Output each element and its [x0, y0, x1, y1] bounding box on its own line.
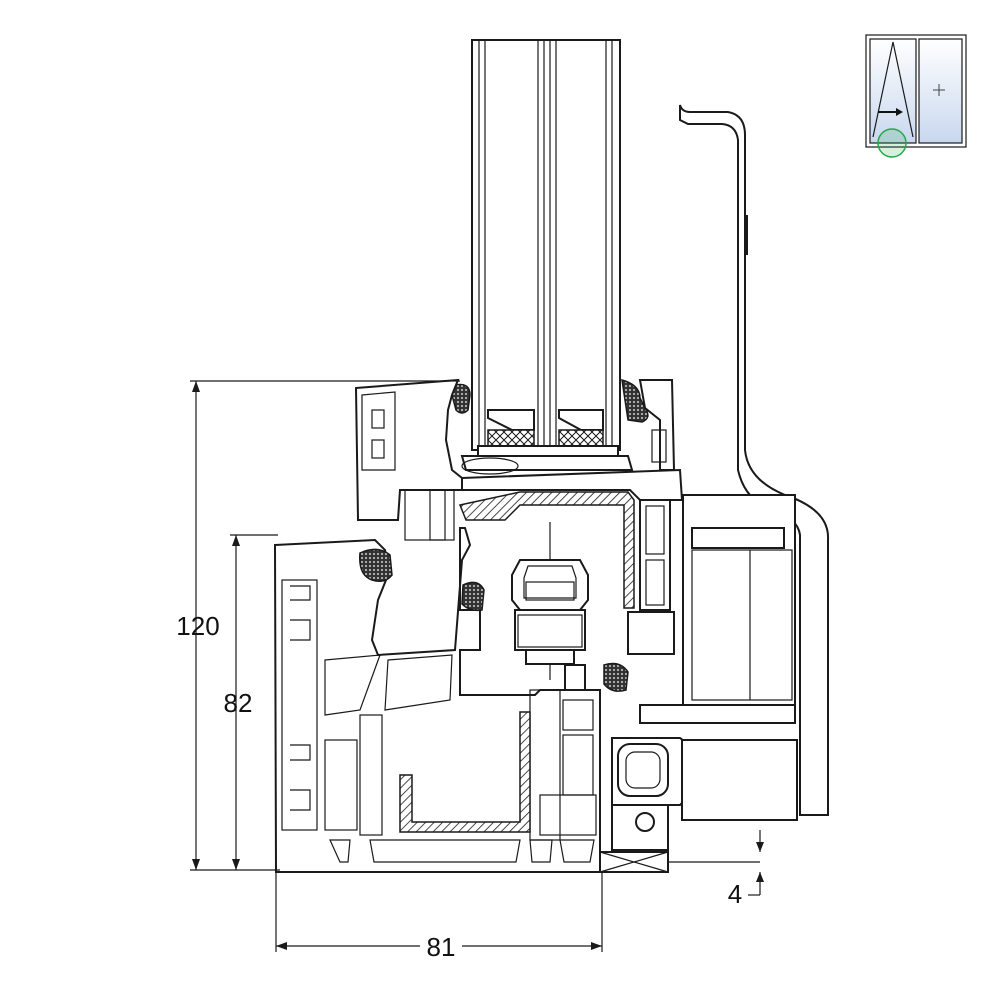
arrow-right-icon: [878, 108, 903, 116]
dimension-frame-depth: 81: [427, 932, 456, 962]
dimension-frame-height: 82: [224, 688, 253, 718]
handle-hardware-housing: [611, 104, 830, 851]
frame-profile: [273, 527, 601, 873]
opening-sash-pane: [869, 38, 917, 144]
glazing-unit: [471, 39, 621, 457]
sash-profile: [354, 378, 684, 541]
frame-gasket-inner: [603, 662, 629, 692]
frame-steel-reinforcement: [399, 711, 531, 833]
handle-lock-slot: [744, 215, 748, 255]
sash-steel-reinforcement: [458, 491, 635, 609]
fixed-pane: [918, 38, 963, 144]
tilt-opening-indicator: [872, 41, 914, 138]
dimension-lines: [190, 380, 764, 952]
plus-icon: [933, 84, 945, 96]
frame-gasket-center: [461, 581, 485, 612]
window-thumbnail: [865, 34, 967, 158]
offset-block: [599, 851, 760, 873]
frame-gasket-outer: [359, 548, 393, 582]
dimension-offset: 4: [728, 879, 742, 909]
glazing-gasket-outer: [451, 383, 471, 414]
section-highlight-circle: [877, 128, 907, 158]
locking-hardware: [511, 522, 589, 694]
dimension-total-height: 120: [176, 611, 219, 641]
